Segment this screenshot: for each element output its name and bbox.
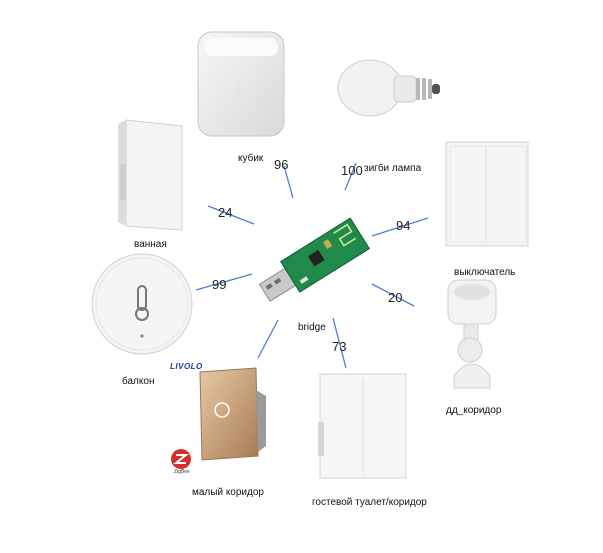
bath-lqi: 24 <box>218 205 233 220</box>
link-cube <box>283 165 294 199</box>
small-corridor-label: малый коридор <box>192 487 264 498</box>
cube-lqi: 96 <box>274 157 289 172</box>
switch-right-label: выключатель <box>454 267 516 278</box>
zigbee-logo-icon <box>171 449 191 469</box>
guest-switch-device-icon[interactable] <box>318 372 410 482</box>
link-bath <box>207 205 255 225</box>
balcony-sensor-device-icon[interactable] <box>88 250 196 358</box>
bath-switch-device-icon[interactable] <box>116 118 188 234</box>
livolo-logo: LIVOLO <box>170 362 203 371</box>
link-bulb <box>344 162 357 191</box>
switch-right-device-icon[interactable] <box>444 140 532 250</box>
balcony-lqi: 99 <box>212 277 227 292</box>
bridge-device-icon[interactable] <box>252 204 376 314</box>
zigbee-logo-text: ZigBee <box>174 469 190 475</box>
bath-label: ванная <box>134 240 167 247</box>
livolo-switch-device-icon[interactable] <box>196 366 268 464</box>
cube-label: кубик <box>238 153 264 164</box>
link-balcony <box>195 273 253 291</box>
balcony-label: балкон <box>122 376 155 387</box>
link-switch-right <box>371 217 429 237</box>
bulb-device-icon[interactable] <box>332 54 444 130</box>
bulb-lqi: 100 <box>341 163 363 178</box>
guest-label: гостевой туалет/коридор <box>312 497 427 508</box>
bulb-label: зигби лампа <box>364 163 422 174</box>
motion-label: дд_коридор <box>446 405 502 416</box>
cube-device-icon[interactable] <box>196 28 288 144</box>
link-motion <box>371 283 415 307</box>
switch-right-lqi: 94 <box>396 218 411 233</box>
guest-lqi: 73 <box>332 339 347 354</box>
bridge-label: bridge <box>298 322 326 333</box>
motion-sensor-device-icon[interactable] <box>438 276 504 394</box>
link-guest <box>332 317 347 369</box>
link-small-corridor <box>257 319 279 359</box>
motion-lqi: 20 <box>388 290 403 305</box>
